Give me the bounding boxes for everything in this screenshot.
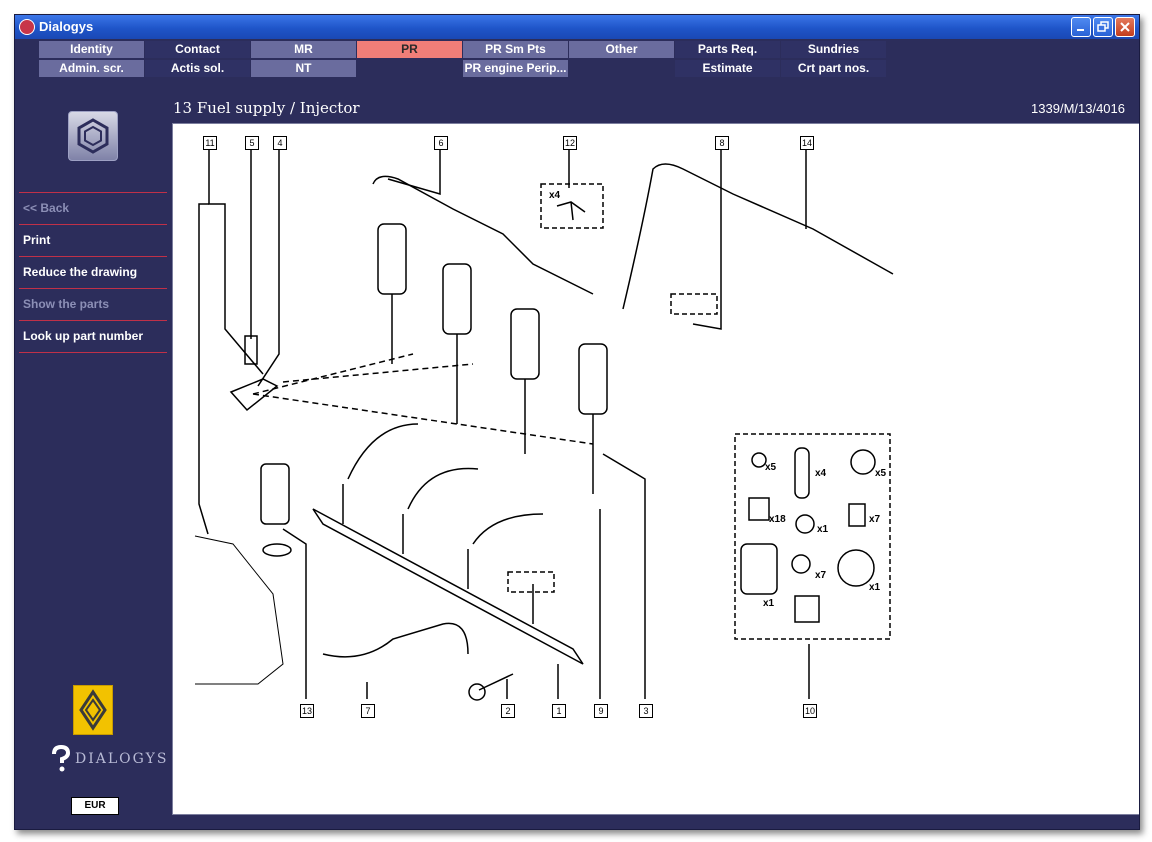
quantity-label: x7 — [869, 514, 881, 525]
tab-contact[interactable]: Contact — [145, 41, 250, 58]
callout-10[interactable]: 10 — [803, 704, 817, 718]
quantity-label: x7 — [815, 570, 827, 581]
callout-8[interactable]: 8 — [715, 136, 729, 150]
diagram-lines — [194, 150, 894, 701]
brand-name: DIALOGYS — [75, 751, 169, 767]
dialogys-logo: DIALOGYS — [49, 744, 169, 773]
print-button[interactable]: Print — [23, 233, 51, 247]
quantity-label: x5 — [765, 462, 777, 473]
quantity-label: x1 — [763, 598, 775, 609]
separator — [19, 288, 167, 289]
reference-code: 1339/M/13/4016 — [1031, 101, 1125, 116]
callout-1[interactable]: 1 — [552, 704, 566, 718]
separator — [19, 224, 167, 225]
renault-logo — [73, 685, 113, 735]
callout-13[interactable]: 13 — [300, 704, 314, 718]
restore-icon — [1097, 21, 1109, 32]
quantity-label: x4 — [549, 190, 561, 201]
minimize-icon — [1077, 29, 1084, 31]
separator — [19, 256, 167, 257]
tab-nt[interactable]: NT — [251, 60, 356, 77]
callout-6[interactable]: 6 — [434, 136, 448, 150]
currency-button[interactable]: EUR — [71, 797, 119, 815]
tab-identity[interactable]: Identity — [39, 41, 144, 58]
callout-4[interactable]: 4 — [273, 136, 287, 150]
tab-empty-2 — [569, 60, 674, 77]
close-icon — [1120, 22, 1130, 32]
exploded-diagram: 11 5 4 6 12 8 14 13 7 2 1 9 3 10 x4 x5 x… — [172, 123, 1139, 815]
quantity-label: x5 — [875, 468, 887, 479]
quantity-label: x18 — [769, 514, 786, 525]
tab-pr[interactable]: PR — [357, 41, 462, 58]
quantity-label: x1 — [817, 524, 829, 535]
tab-admin-scr[interactable]: Admin. scr. — [39, 60, 144, 77]
separator — [19, 352, 167, 353]
hex-nut-icon — [68, 111, 118, 161]
title-bar: Dialogys — [15, 15, 1139, 39]
quantity-label: x1 — [869, 582, 881, 593]
tab-actis-sol[interactable]: Actis sol. — [145, 60, 250, 77]
tab-crt-part-nos[interactable]: Crt part nos. — [781, 60, 886, 77]
tab-pr-sm-pts[interactable]: PR Sm Pts — [463, 41, 568, 58]
callout-3[interactable]: 3 — [639, 704, 653, 718]
restore-button[interactable] — [1093, 17, 1113, 37]
tab-pr-engine-perip[interactable]: PR engine Perip... — [463, 60, 568, 77]
separator — [19, 192, 167, 193]
callout-9[interactable]: 9 — [594, 704, 608, 718]
tab-parts-req[interactable]: Parts Req. — [675, 41, 780, 58]
callout-5[interactable]: 5 — [245, 136, 259, 150]
tab-sundries[interactable]: Sundries — [781, 41, 886, 58]
diagram-drawing — [194, 150, 894, 701]
minimize-button[interactable] — [1071, 17, 1091, 37]
question-mark-icon — [52, 744, 71, 772]
app-window: Dialogys Identity Contact MR PR PR Sm Pt… — [14, 14, 1140, 830]
show-parts-button: Show the parts — [23, 297, 110, 311]
reduce-drawing-button[interactable]: Reduce the drawing — [23, 265, 138, 279]
tab-estimate[interactable]: Estimate — [675, 60, 780, 77]
page-title: 13 Fuel supply / Injector — [173, 99, 360, 117]
close-button[interactable] — [1115, 17, 1135, 37]
tab-empty-1 — [357, 60, 462, 77]
back-button: << Back — [23, 201, 70, 215]
look-up-part-number-button[interactable]: Look up part number — [23, 329, 143, 343]
callout-2[interactable]: 2 — [501, 704, 515, 718]
tab-mr[interactable]: MR — [251, 41, 356, 58]
separator — [19, 320, 167, 321]
tab-other[interactable]: Other — [569, 41, 674, 58]
callout-7[interactable]: 7 — [361, 704, 375, 718]
callout-12[interactable]: 12 — [563, 136, 577, 150]
callout-11[interactable]: 11 — [203, 136, 217, 150]
quantity-label: x4 — [815, 468, 827, 479]
callout-14[interactable]: 14 — [800, 136, 814, 150]
window-title: Dialogys — [39, 19, 94, 34]
app-icon — [19, 19, 35, 35]
